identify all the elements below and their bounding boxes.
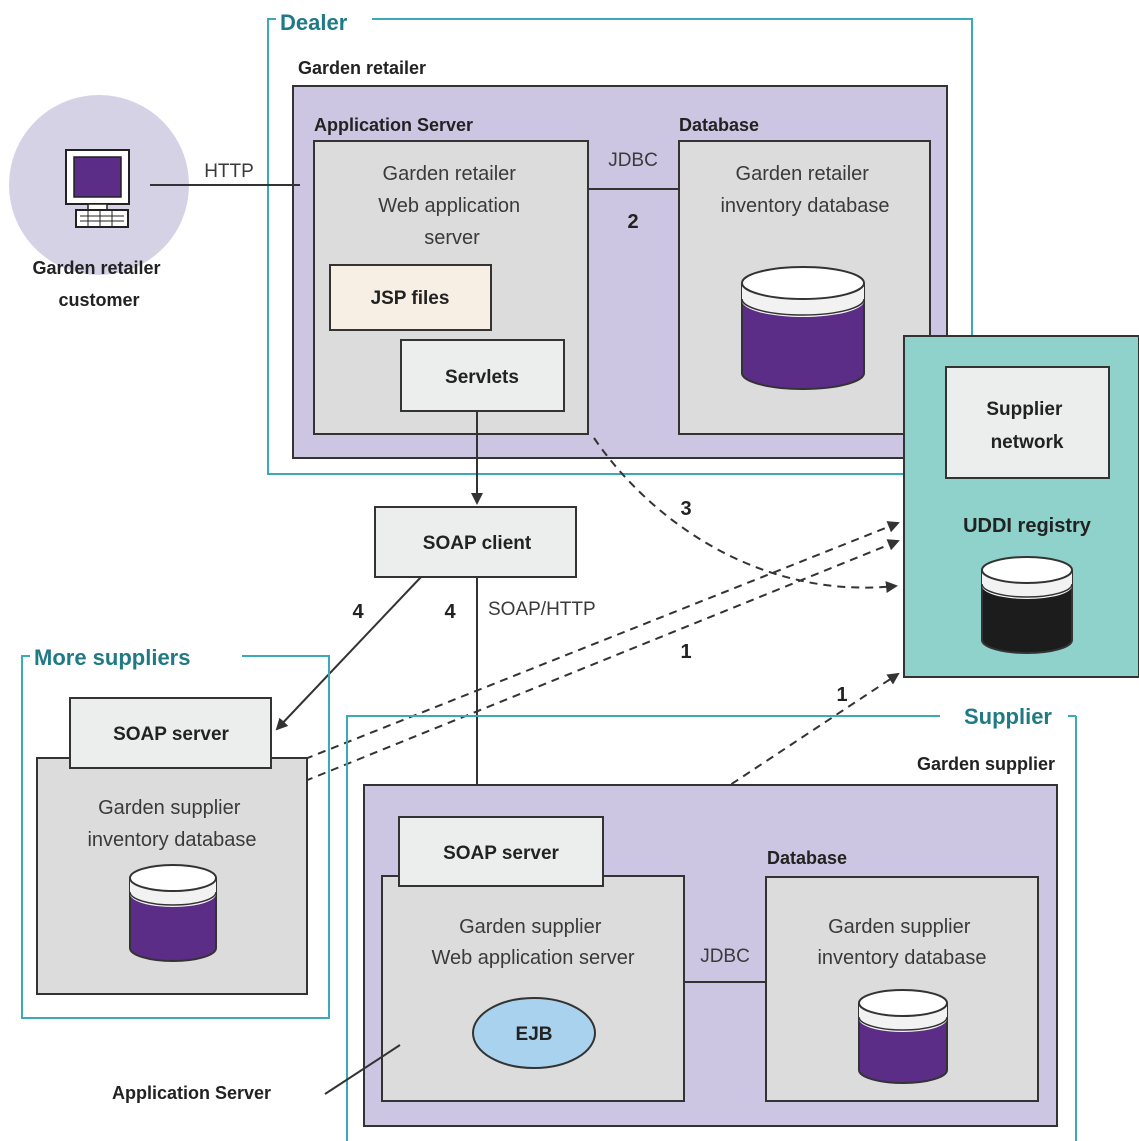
dealer-title: Dealer — [280, 10, 348, 35]
supplier-soap-server-box[interactable] — [398, 816, 604, 887]
supplier-network-box[interactable] — [945, 366, 1110, 479]
step-3-number: 3 — [680, 498, 691, 520]
customer-label: Garden retailer customer — [32, 258, 165, 310]
more-suppliers-publish-arrow-b — [304, 539, 900, 782]
ejb-component[interactable] — [472, 997, 596, 1069]
more-suppliers-group: More suppliers SOAP server Garden suppli… — [21, 645, 330, 1019]
garden-retailer-label: Garden retailer — [298, 58, 426, 78]
supplier-jdbc-label: JDBC — [700, 946, 750, 967]
http-label: HTTP — [204, 161, 254, 182]
computer-icon — [65, 149, 130, 228]
uddi-database-cylinder-icon — [981, 556, 1073, 654]
soap-client-to-more-suppliers-arrow — [275, 576, 422, 731]
retailer-inventory-db-text: Garden retailer inventory database — [720, 163, 889, 217]
supplier-inventory-db-text: Garden supplier inventory database — [817, 916, 986, 969]
supplier-title: Supplier — [964, 704, 1052, 729]
more-suppliers-soap-server-box[interactable] — [69, 697, 272, 769]
app-server-label: Application Server — [314, 115, 473, 135]
step-4-right-number: 4 — [444, 601, 456, 623]
dealer-group: Dealer Garden retailer Application Serve… — [267, 10, 973, 475]
app-server-callout-label: Application Server — [112, 1083, 271, 1103]
more-suppliers-cylinder-icon — [129, 864, 217, 962]
retailer-web-app-text: Garden retailer Web application server — [378, 163, 526, 249]
step-3-dashed-arrow — [593, 437, 898, 593]
supplier-web-app-text: Garden supplier Web application server — [431, 916, 634, 969]
soap-client-label: SOAP client — [423, 533, 532, 554]
database-label: Database — [679, 115, 759, 135]
dealer-frame — [267, 18, 973, 475]
garden-supplier-label: Garden supplier — [917, 754, 1055, 774]
customer-group: Garden retailer customer HTTP — [9, 95, 300, 310]
uddi-registry-label: UDDI registry — [963, 515, 1092, 537]
more-suppliers-soap-server-label: SOAP server — [113, 724, 229, 745]
ejb-label: EJB — [516, 1024, 553, 1045]
retailer-database-cylinder-icon — [741, 266, 865, 390]
servlets-box[interactable] — [400, 339, 565, 412]
supplier-database-cylinder-icon — [858, 989, 948, 1084]
step-4-left-number: 4 — [352, 601, 364, 623]
app-server-callout-line — [324, 1044, 401, 1095]
jsp-files-label: JSP files — [371, 288, 450, 309]
supplier-network-label: Supplier network — [986, 399, 1067, 453]
step-1-lower-number: 1 — [836, 684, 847, 706]
supplier-database-label: Database — [767, 848, 847, 868]
servlets-label: Servlets — [445, 367, 519, 388]
step-1-upper-number: 1 — [680, 641, 691, 663]
soap-http-label: SOAP/HTTP — [488, 599, 596, 620]
step-2-number: 2 — [627, 211, 638, 233]
jsp-files-box[interactable] — [329, 264, 492, 331]
supplier-frame — [346, 715, 1077, 1141]
retailer-jdbc-label: JDBC — [608, 150, 658, 171]
more-suppliers-title: More suppliers — [34, 645, 190, 670]
soap-client-group: SOAP client 4 4 SOAP/HTTP — [275, 411, 596, 816]
more-suppliers-frame — [21, 655, 330, 1019]
uddi-group: Supplier network UDDI registry — [903, 335, 1139, 678]
supplier-soap-server-label: SOAP server — [443, 843, 559, 864]
supplier-group: Supplier Garden supplier SOAP server Gar… — [112, 704, 1077, 1141]
more-suppliers-inventory-db-text: Garden supplier inventory database — [87, 797, 256, 851]
soap-client-box[interactable] — [374, 506, 577, 578]
